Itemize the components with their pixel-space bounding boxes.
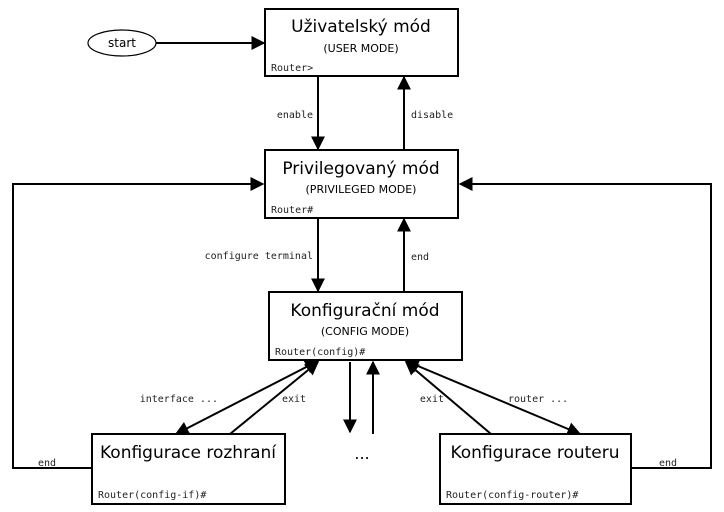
config-mode-node: Konfigurační mód (CONFIG MODE) Router(co… (268, 291, 463, 361)
config-mode-prompt: Router(config)# (275, 347, 365, 358)
end-router-label: end (659, 458, 677, 469)
interface-config-title: Konfigurace rozhraní (100, 443, 277, 463)
interface-arrow (174, 360, 320, 435)
user-mode-prompt: Router> (271, 63, 313, 74)
end-config-label: end (411, 252, 429, 263)
user-mode-node: Uživatelský mód (USER MODE) Router> (264, 8, 459, 77)
router-config-node: Konfigurace routeru Router(config-router… (439, 433, 632, 505)
router-label: router ... (508, 394, 568, 405)
config-mode-subtitle: (CONFIG MODE) (321, 325, 409, 338)
enable-label: enable (277, 110, 313, 121)
user-mode-subtitle: (USER MODE) (323, 42, 398, 55)
end-if-arrow (12, 177, 265, 469)
exit-if-label: exit (282, 394, 306, 405)
privileged-mode-node: Privilegovaný mód (PRIVILEGED MODE) Rout… (264, 149, 459, 219)
ellipsis-node: ... (354, 444, 369, 463)
privileged-mode-subtitle: (PRIVILEGED MODE) (306, 183, 417, 196)
end-if-label: end (38, 458, 56, 469)
router-config-prompt: Router(config-router)# (446, 490, 578, 501)
exit-router-label: exit (420, 394, 444, 405)
router-arrow (404, 359, 582, 436)
config-mode-title: Konfigurační mód (290, 301, 439, 321)
privileged-mode-prompt: Router# (271, 205, 313, 216)
interface-config-node: Konfigurace rozhraní Router(config-if)# (91, 433, 286, 505)
router-config-title: Konfigurace routeru (450, 443, 619, 463)
user-mode-title: Uživatelský mód (291, 17, 431, 37)
end-router-arrow (458, 177, 712, 469)
privileged-mode-title: Privilegovaný mód (282, 159, 439, 179)
exit-router-arrow (404, 361, 492, 435)
interface-label: interface ... (140, 394, 218, 405)
start-label: start (108, 36, 136, 50)
disable-label: disable (411, 110, 453, 121)
exit-if-arrow (229, 361, 320, 435)
interface-config-prompt: Router(config-if)# (98, 490, 206, 501)
start-node: start (87, 29, 157, 57)
configure-terminal-label: configure terminal (205, 251, 313, 262)
